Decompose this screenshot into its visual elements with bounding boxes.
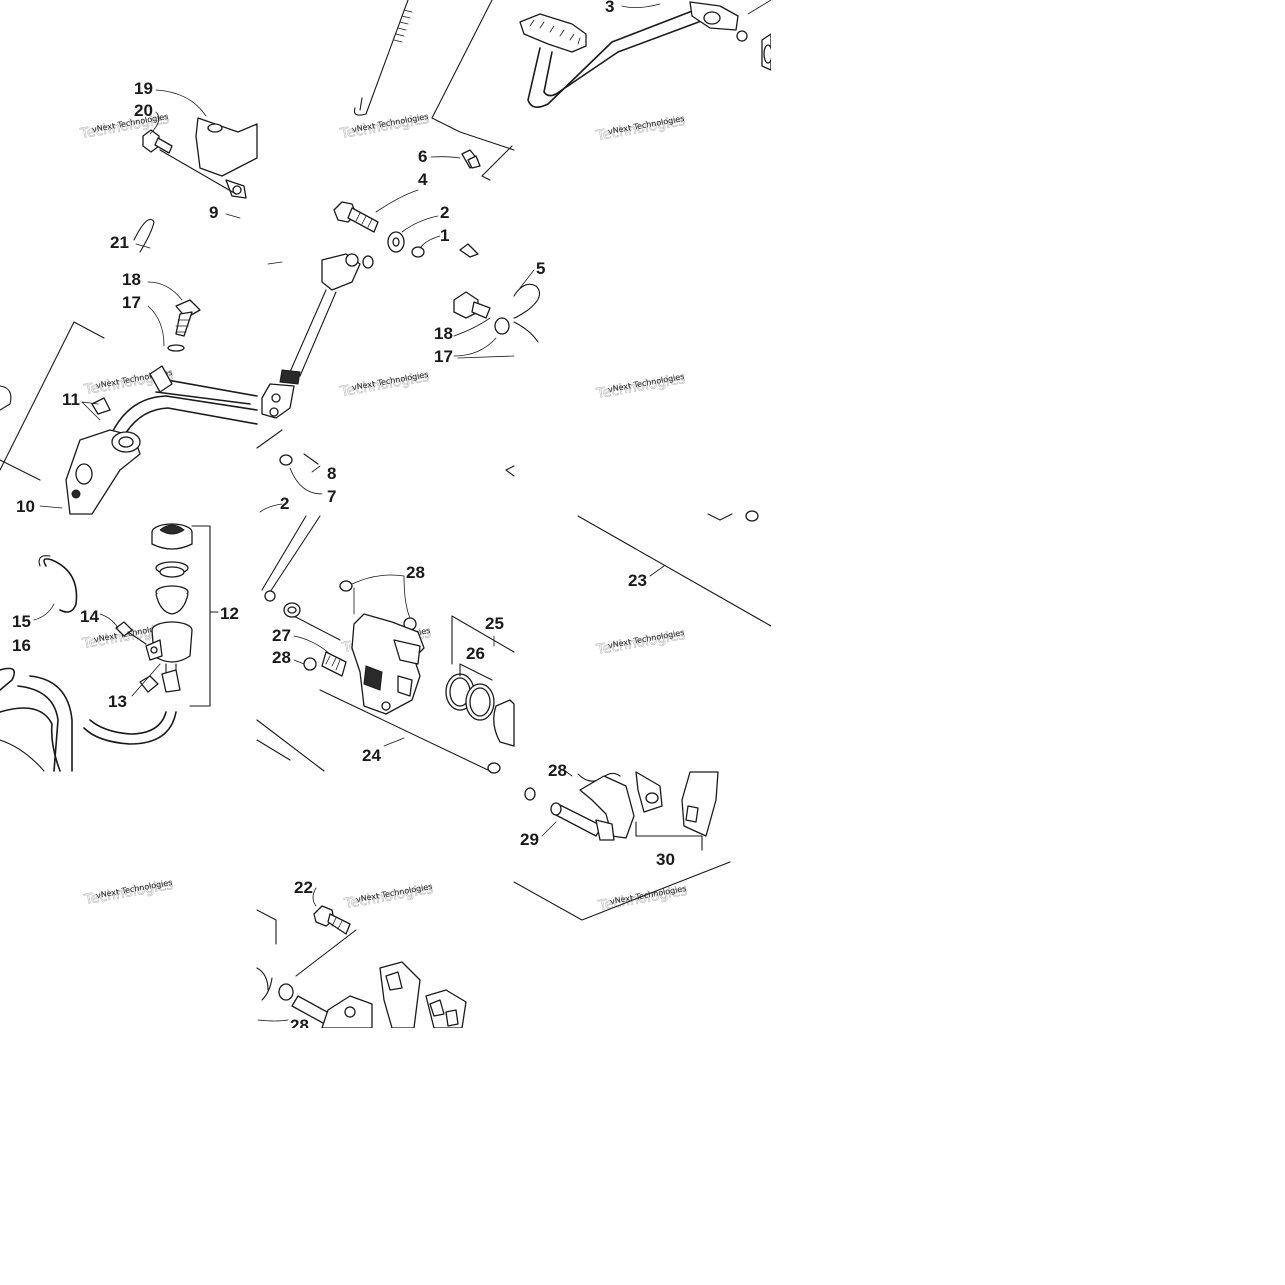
callout-10: 10 bbox=[16, 497, 35, 516]
bracket-part bbox=[195, 117, 258, 177]
callout-18a: 18 bbox=[122, 270, 141, 289]
pad-backing-plate bbox=[579, 775, 635, 839]
callout-labels: 3 19 20 6 4 2 1 9 21 5 18 17 18 17 11 8 … bbox=[12, 0, 675, 1035]
callout-1: 1 bbox=[440, 226, 449, 245]
callout-18b: 18 bbox=[434, 324, 453, 343]
callout-8: 8 bbox=[327, 464, 336, 483]
callout-24: 24 bbox=[362, 746, 381, 765]
tile-pushrod-clevis bbox=[256, 253, 374, 513]
callout-3: 3 bbox=[605, 0, 614, 16]
callout-15: 15 bbox=[12, 612, 31, 631]
blank-area-right bbox=[771, 0, 1285, 771]
callout-7: 7 bbox=[327, 487, 336, 506]
callout-27: 27 bbox=[272, 626, 291, 645]
callout-29: 29 bbox=[520, 830, 539, 849]
tile-banjo-bolt bbox=[453, 269, 541, 477]
reservoir-cap bbox=[151, 532, 193, 550]
callout-16: 16 bbox=[12, 636, 31, 655]
brake-pedal-pad bbox=[519, 13, 587, 53]
callout-17b: 17 bbox=[434, 347, 453, 366]
tile-bracket-bolt bbox=[133, 89, 258, 253]
tile-pad-mount bbox=[256, 887, 467, 1029]
callout-9: 9 bbox=[209, 203, 218, 222]
callout-21: 21 bbox=[110, 233, 129, 252]
tile-master-cylinder bbox=[0, 281, 258, 515]
clip-pin-part bbox=[133, 218, 155, 253]
tile-caliper bbox=[256, 515, 515, 774]
hose-clamp-15 bbox=[43, 558, 78, 613]
blank-area-bottom-right bbox=[771, 771, 1285, 1028]
callout-11: 11 bbox=[62, 390, 80, 409]
callout-5: 5 bbox=[536, 259, 545, 278]
callout-14: 14 bbox=[80, 607, 99, 626]
callout-4: 4 bbox=[418, 170, 428, 189]
callout-23: 23 bbox=[628, 571, 647, 590]
brake-pad-30 bbox=[635, 771, 663, 813]
tile-frame-lines bbox=[577, 510, 772, 627]
bracket-hole bbox=[232, 185, 242, 195]
callout-28c: 28 bbox=[548, 761, 567, 780]
callout-19: 19 bbox=[134, 79, 153, 98]
callout-2a: 2 bbox=[440, 203, 449, 222]
callout-28a: 28 bbox=[406, 563, 425, 582]
callout-28b: 28 bbox=[272, 648, 291, 667]
callout-12: 12 bbox=[220, 604, 239, 623]
callout-20: 20 bbox=[134, 101, 153, 120]
callout-30: 30 bbox=[656, 850, 675, 869]
callout-26: 26 bbox=[466, 644, 485, 663]
callout-25: 25 bbox=[485, 614, 504, 633]
blank-area-bottom bbox=[0, 1028, 1285, 1285]
tile-brake-pads bbox=[513, 769, 731, 921]
brake-pad-30-b bbox=[681, 771, 719, 837]
callout-22: 22 bbox=[294, 878, 313, 897]
bracket-slot bbox=[207, 123, 223, 133]
tile-reservoir bbox=[0, 523, 219, 772]
callout-2b: 2 bbox=[280, 494, 289, 513]
callout-13: 13 bbox=[108, 692, 127, 711]
callout-17a: 17 bbox=[122, 293, 141, 312]
callout-6: 6 bbox=[418, 147, 427, 166]
brake-pad-left bbox=[379, 961, 421, 1029]
tile-brake-pedal bbox=[519, 0, 773, 108]
tile-spring-pivot-bolt bbox=[333, 0, 515, 258]
